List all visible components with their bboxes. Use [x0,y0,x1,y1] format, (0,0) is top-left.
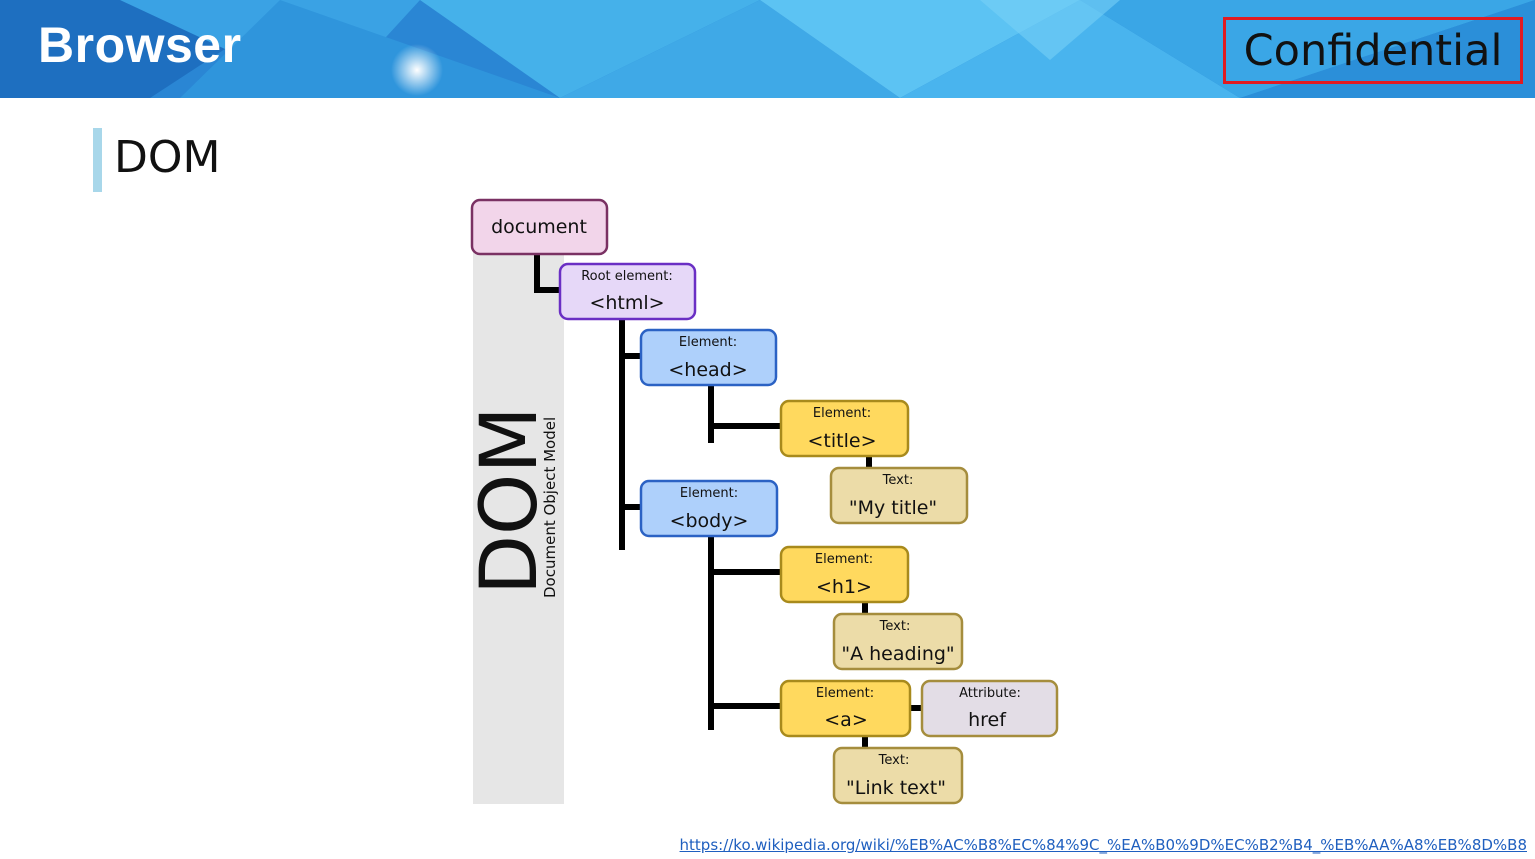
node-h1: Element: <h1> [779,545,910,604]
node-html-label: <html> [589,292,664,314]
node-a-text-sub: Text: [878,753,910,768]
node-a: Element: <a> [779,679,912,738]
node-href-attribute: Attribute: href [920,679,1059,738]
side-band [473,230,564,804]
source-link[interactable]: https://ko.wikipedia.org/wiki/%EB%AC%B8%… [679,836,1527,854]
tree-connectors [534,254,922,748]
banner-background [0,0,1535,98]
node-h1-text-label: "A heading" [841,643,954,665]
node-document: document [470,198,609,256]
node-body-sub: Element: [680,486,738,501]
node-body-label: <body> [670,510,749,532]
page-title: DOM [114,132,221,183]
node-h1-sub: Element: [815,552,873,567]
node-h1-label: <h1> [816,576,872,598]
node-a-text-label: "Link text" [846,777,946,799]
confidential-badge: Confidential [1223,17,1523,84]
node-a-sub: Element: [816,686,874,701]
node-title-element: Element: <title> [779,399,910,458]
node-h1-text: Text: "A heading" [832,612,964,671]
brand-title: Browser [38,17,242,73]
node-a-label: <a> [824,709,867,731]
node-html-sub: Root element: [581,269,673,284]
node-body: Element: <body> [639,479,779,538]
node-head-label: <head> [668,359,747,381]
side-label-dom: DOM [465,406,555,595]
node-a-text: Text: "Link text" [832,746,964,805]
node-title-sub: Element: [813,406,871,421]
node-title-text-label: "My title" [849,497,937,519]
header-banner: Browser Confidential [0,0,1535,98]
node-head: Element: <head> [639,328,778,387]
node-document-label: document [491,216,587,238]
node-html: Root element: <html> [558,262,697,321]
node-title-label: <title> [808,430,877,452]
node-href-label: href [968,709,1007,731]
node-head-sub: Element: [679,335,737,350]
confidential-label: Confidential [1243,26,1503,76]
node-href-sub: Attribute: [959,686,1021,701]
node-title-text: Text: "My title" [829,466,969,525]
title-accent-bar [93,128,102,192]
node-title-text-sub: Text: [882,473,914,488]
side-label-model: Document Object Model [541,417,559,598]
node-h1-text-sub: Text: [879,619,911,634]
